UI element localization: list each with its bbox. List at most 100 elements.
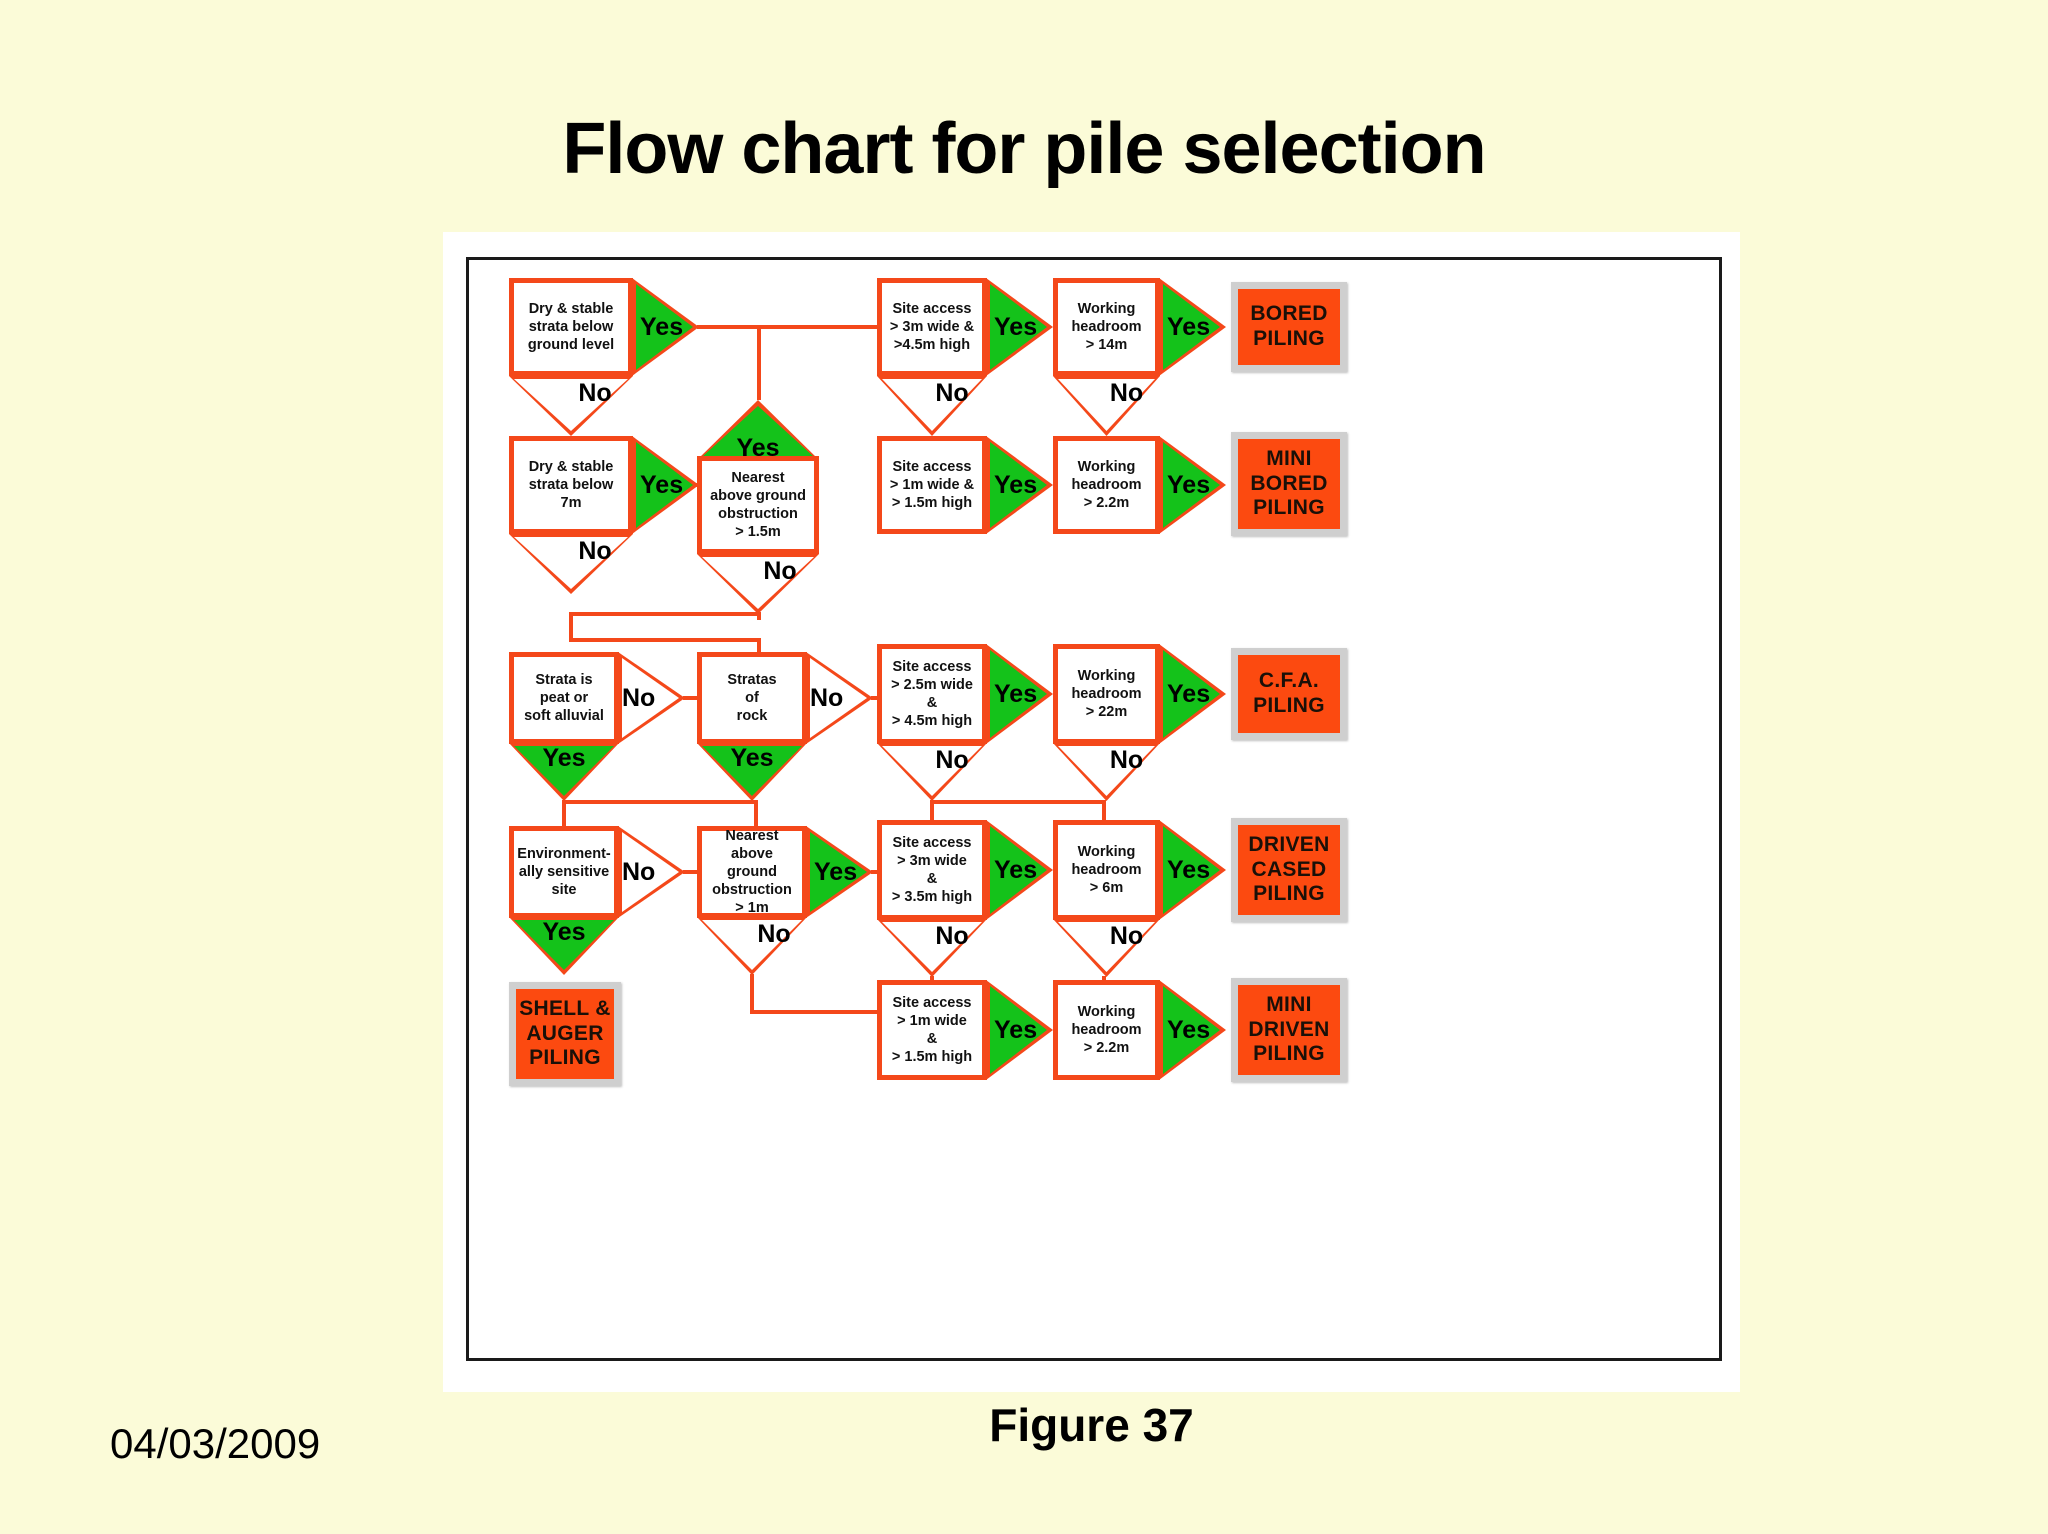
connector [930,800,1106,804]
connector [683,696,699,700]
edge-q9-yes: Yes [697,743,807,801]
edge-q7-yes: Yes [1159,436,1226,534]
node-t1-text: BORED PILING [1250,302,1328,350]
connector [750,974,754,1014]
connector [683,870,699,874]
edge-q13-yes: Yes [806,826,873,918]
node-q12-text: Environment- ally sensitive site [517,845,611,899]
node-q2-text: Dry & stable strata below 7m [528,458,614,512]
edge-q9-no: No [806,652,873,744]
node-t6-text: MINI DRIVEN PILING [1248,992,1330,1066]
edge-q8-no: No [618,652,685,744]
edge-q11-no: No [1053,743,1160,801]
edge-q12-no: No [618,826,685,918]
connector [930,976,934,980]
node-t6[interactable]: MINI DRIVEN PILING [1231,978,1347,1082]
node-q11[interactable]: Working headroom > 22m [1053,644,1160,744]
slide-date: 04/03/2009 [110,1420,321,1467]
node-q4[interactable]: Site access > 3m wide & >4.5m high [877,278,987,376]
connector [757,638,761,652]
node-t2-text: MINI BORED PILING [1250,446,1328,520]
node-q6[interactable]: Site access > 1m wide & > 1.5m high [877,436,987,534]
node-q14[interactable]: Site access > 3m wide & > 3.5m high [877,820,987,920]
node-q2[interactable]: Dry & stable strata below 7m [509,436,633,534]
node-t3[interactable]: C.F.A. PILING [1231,648,1347,740]
node-q16[interactable]: Site access > 1m wide & > 1.5m high [877,980,987,1080]
connector [569,612,761,616]
node-q9-text: Stratas of rock [727,671,777,725]
connector [757,612,761,620]
node-q1[interactable]: Dry & stable strata below ground level [509,278,633,376]
edge-q3-no: No [697,554,819,614]
node-q7-text: Working headroom > 2.2m [1071,458,1142,512]
node-q3-text: Nearest above ground obstruction > 1.5m [710,469,806,541]
connector [757,325,761,400]
connector [871,696,881,700]
node-q10-text: Site access > 2.5m wide & > 4.5m high [891,658,973,730]
connector [562,800,758,804]
edge-q14-yes: Yes [986,820,1053,920]
node-q13-text: Nearest above ground obstruction > 1m [712,827,792,917]
connector [569,612,573,642]
node-t3-text: C.F.A. PILING [1253,669,1325,717]
node-q5[interactable]: Working headroom > 14m [1053,278,1160,376]
node-q5-text: Working headroom > 14m [1071,300,1142,354]
node-q15-text: Working headroom > 6m [1071,843,1142,897]
connector [750,1010,880,1014]
node-t4-text: DRIVEN CASED PILING [1248,832,1330,906]
edge-q10-no: No [877,743,987,801]
node-q1-text: Dry & stable strata below ground level [527,300,615,354]
node-q17-text: Working headroom > 2.2m [1071,1003,1142,1057]
edge-q10-yes: Yes [986,644,1053,744]
connector [871,870,881,874]
node-q7[interactable]: Working headroom > 2.2m [1053,436,1160,534]
edge-q17-yes: Yes [1159,980,1226,1080]
node-q10[interactable]: Site access > 2.5m wide & > 4.5m high [877,644,987,744]
edge-q11-yes: Yes [1159,644,1226,744]
node-t5-text: SHELL & AUGER PILING [519,996,611,1070]
connector [1102,976,1106,980]
edge-q2-yes: Yes [632,436,699,534]
connector [930,800,934,826]
node-q17[interactable]: Working headroom > 2.2m [1053,980,1160,1080]
edge-q4-no: No [877,376,987,436]
edge-q8-yes: Yes [509,743,619,801]
edge-q13-no: No [697,917,807,975]
node-t4[interactable]: DRIVEN CASED PILING [1231,818,1347,922]
node-q11-text: Working headroom > 22m [1071,667,1142,721]
connector [569,638,757,642]
node-q9[interactable]: Stratas of rock [697,652,807,744]
edge-q15-no: No [1053,919,1160,977]
figure-frame: Dry & stable strata below ground level Y… [443,232,1740,1392]
figure-caption: Figure 37 [989,1399,1194,1451]
edge-q15-yes: Yes [1159,820,1226,920]
edge-q4-yes: Yes [986,278,1053,376]
node-t2[interactable]: MINI BORED PILING [1231,432,1347,536]
edge-q14-no: No [877,919,987,977]
node-t1[interactable]: BORED PILING [1231,282,1347,372]
flowchart-canvas: Dry & stable strata below ground level Y… [466,257,1722,1361]
node-q8-text: Strata is peat or soft alluvial [524,671,604,725]
edge-q2-no: No [509,534,633,594]
connector [1102,800,1106,826]
edge-q5-no: No [1053,376,1160,436]
page-title: Flow chart for pile selection [562,109,1486,189]
edge-q3-yes-top: Yes [697,400,819,462]
connector [754,800,758,826]
edge-q5-yes: Yes [1159,278,1226,376]
node-q4-text: Site access > 3m wide & >4.5m high [889,300,975,354]
node-q3[interactable]: Nearest above ground obstruction > 1.5m [697,456,819,554]
edge-q12-yes: Yes [509,917,619,975]
node-q6-text: Site access > 1m wide & > 1.5m high [889,458,975,512]
edge-q1-yes: Yes [632,278,699,376]
node-q8[interactable]: Strata is peat or soft alluvial [509,652,619,744]
node-q12[interactable]: Environment- ally sensitive site [509,826,619,918]
edge-q1-no: No [509,376,633,436]
node-q15[interactable]: Working headroom > 6m [1053,820,1160,920]
connector [697,325,877,329]
node-t5[interactable]: SHELL & AUGER PILING [509,982,621,1086]
node-q13[interactable]: Nearest above ground obstruction > 1m [697,826,807,918]
edge-q16-yes: Yes [986,980,1053,1080]
edge-q6-yes: Yes [986,436,1053,534]
node-q16-text: Site access > 1m wide & > 1.5m high [891,994,973,1066]
